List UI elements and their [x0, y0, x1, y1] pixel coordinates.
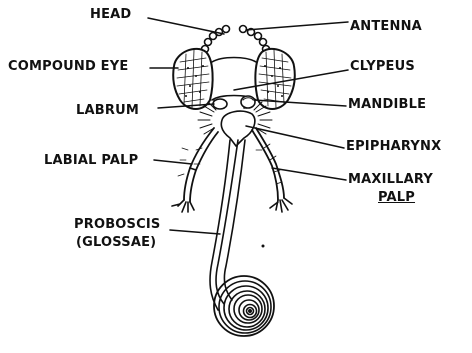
label-proboscis-2: (GLOSSAE)	[76, 236, 156, 250]
compound-eye-left	[173, 49, 212, 109]
leader-head	[148, 18, 224, 34]
label-clypeus: CLYPEUS	[350, 60, 415, 74]
proboscis-coil	[214, 276, 274, 336]
label-epipharynx: EPIPHARYNX	[346, 140, 441, 154]
label-antenna: ANTENNA	[350, 20, 422, 34]
label-maxillary-palp-1: MAXILLARY	[348, 173, 433, 187]
label-head: HEAD	[90, 8, 131, 22]
leader-proboscis	[170, 230, 220, 234]
leader-labial-palp	[154, 160, 192, 164]
leader-maxillary-palp	[272, 168, 346, 180]
labial-palp	[172, 128, 218, 212]
label-maxillary-palp-2: PALP	[378, 191, 415, 205]
label-labrum: LABRUM	[76, 104, 139, 118]
label-labial-palp: LABIAL PALP	[44, 154, 138, 168]
leader-lines	[148, 18, 348, 234]
leader-antenna	[246, 22, 348, 30]
proboscis	[210, 140, 245, 310]
labrum-shape	[213, 99, 227, 109]
speck	[262, 245, 265, 248]
label-compound-eye: COMPOUND EYE	[8, 60, 128, 74]
label-proboscis-1: PROBOSCIS	[74, 218, 160, 232]
label-mandible: MANDIBLE	[348, 98, 426, 112]
